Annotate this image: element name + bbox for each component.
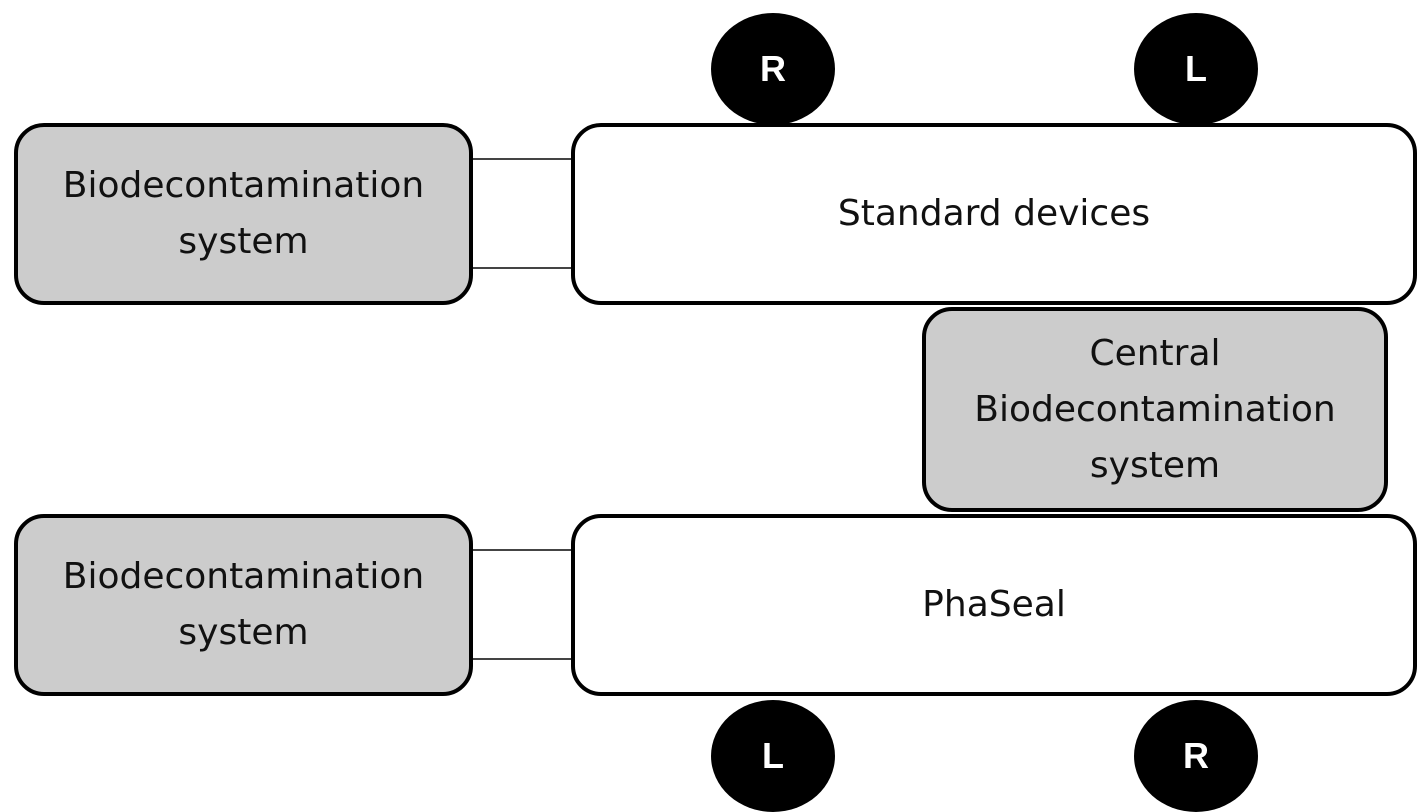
central-biodecontamination-system-box: Central Biodecontamination system [922,307,1388,512]
bottom-lower-connector-line [473,658,571,660]
top-biodecontamination-system-box: Biodecontamination system [14,123,473,305]
bottom-upper-connector-line [473,549,571,551]
top-l-marker: L [1134,13,1258,125]
top-r-marker: R [711,13,835,125]
bottom-biodecontamination-system-box: Biodecontamination system [14,514,473,696]
bottom-r-marker: R [1134,700,1258,812]
standard-devices-box: Standard devices [571,123,1417,305]
top-upper-connector-line [473,158,571,160]
phaseal-box: PhaSeal [571,514,1417,696]
bottom-l-marker: L [711,700,835,812]
top-lower-connector-line [473,267,571,269]
